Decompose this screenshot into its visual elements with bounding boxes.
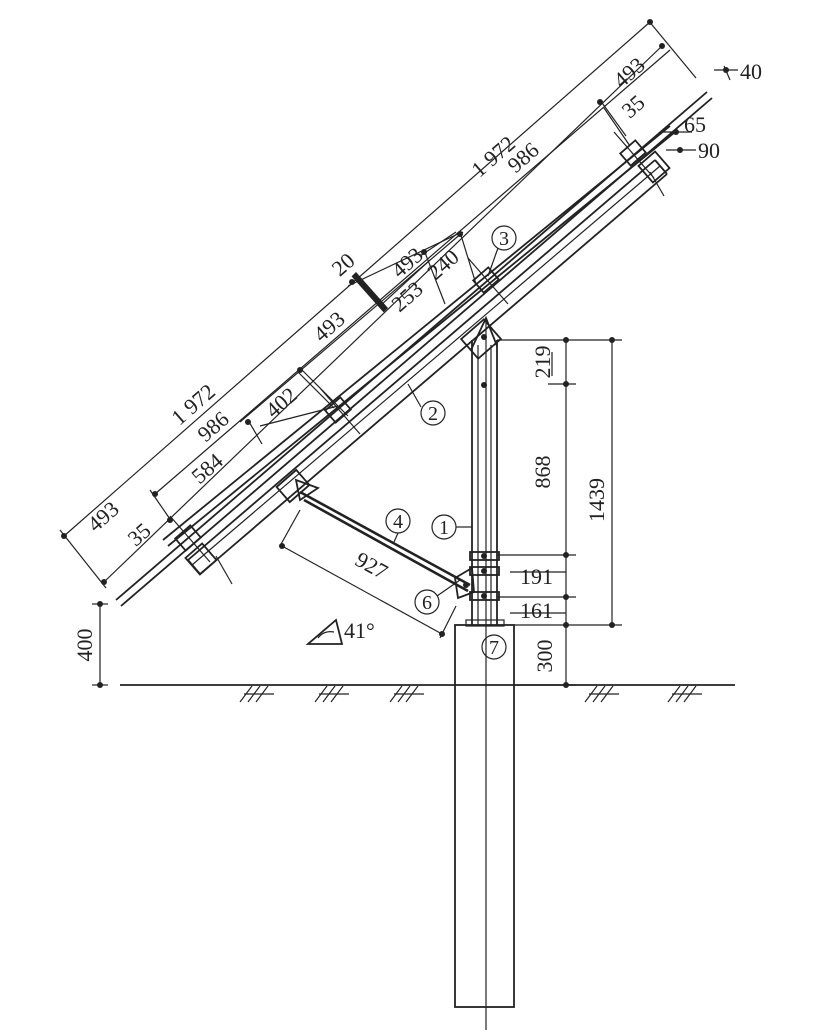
dim-top-quarter-mid: 493 [308,306,349,347]
dim-right-90: 90 [698,138,720,163]
dim-post-300: 300 [532,640,557,673]
dim-top-edge: 40 [740,59,762,84]
dim-left-end: 35 [123,518,156,551]
part-tag-4: 4 [393,511,403,533]
part-tag-2: 2 [428,403,438,425]
angle-symbol [305,618,344,645]
brace-dimension [279,509,457,639]
dim-post-219: 219 [530,346,555,379]
diagonal-brace [299,490,475,600]
part-tag-6: 6 [422,592,432,614]
dim-post-161: 161 [520,598,553,623]
part-callouts [385,225,517,660]
post-dimension-lines [497,337,622,688]
dimension-ticks [61,19,729,585]
part-tag-3: 3 [499,228,509,250]
dim-post-868: 868 [530,456,555,489]
part-tag-1: 1 [439,517,449,539]
dim-ground-400: 400 [72,629,97,662]
dim-left-quarter: 493 [82,496,123,537]
vertical-post [465,340,505,627]
dim-top-end: 35 [617,90,650,123]
concrete-pile [454,624,515,1008]
inclined-beam [115,91,713,607]
dim-top-quarter: 493 [608,52,649,93]
part-tag-7: 7 [489,637,499,659]
dim-post-1439: 1439 [584,478,609,522]
pivot-head [459,315,503,360]
dim-right-65: 65 [684,112,706,137]
dim-mid-253: 253 [386,276,427,317]
dim-left-584: 584 [186,448,227,489]
clearance-dimension [92,601,108,688]
dim-angle: 41° [344,618,375,643]
ground-line [120,684,735,703]
dim-brace-length: 927 [351,547,392,585]
dim-post-191: 191 [520,564,553,589]
